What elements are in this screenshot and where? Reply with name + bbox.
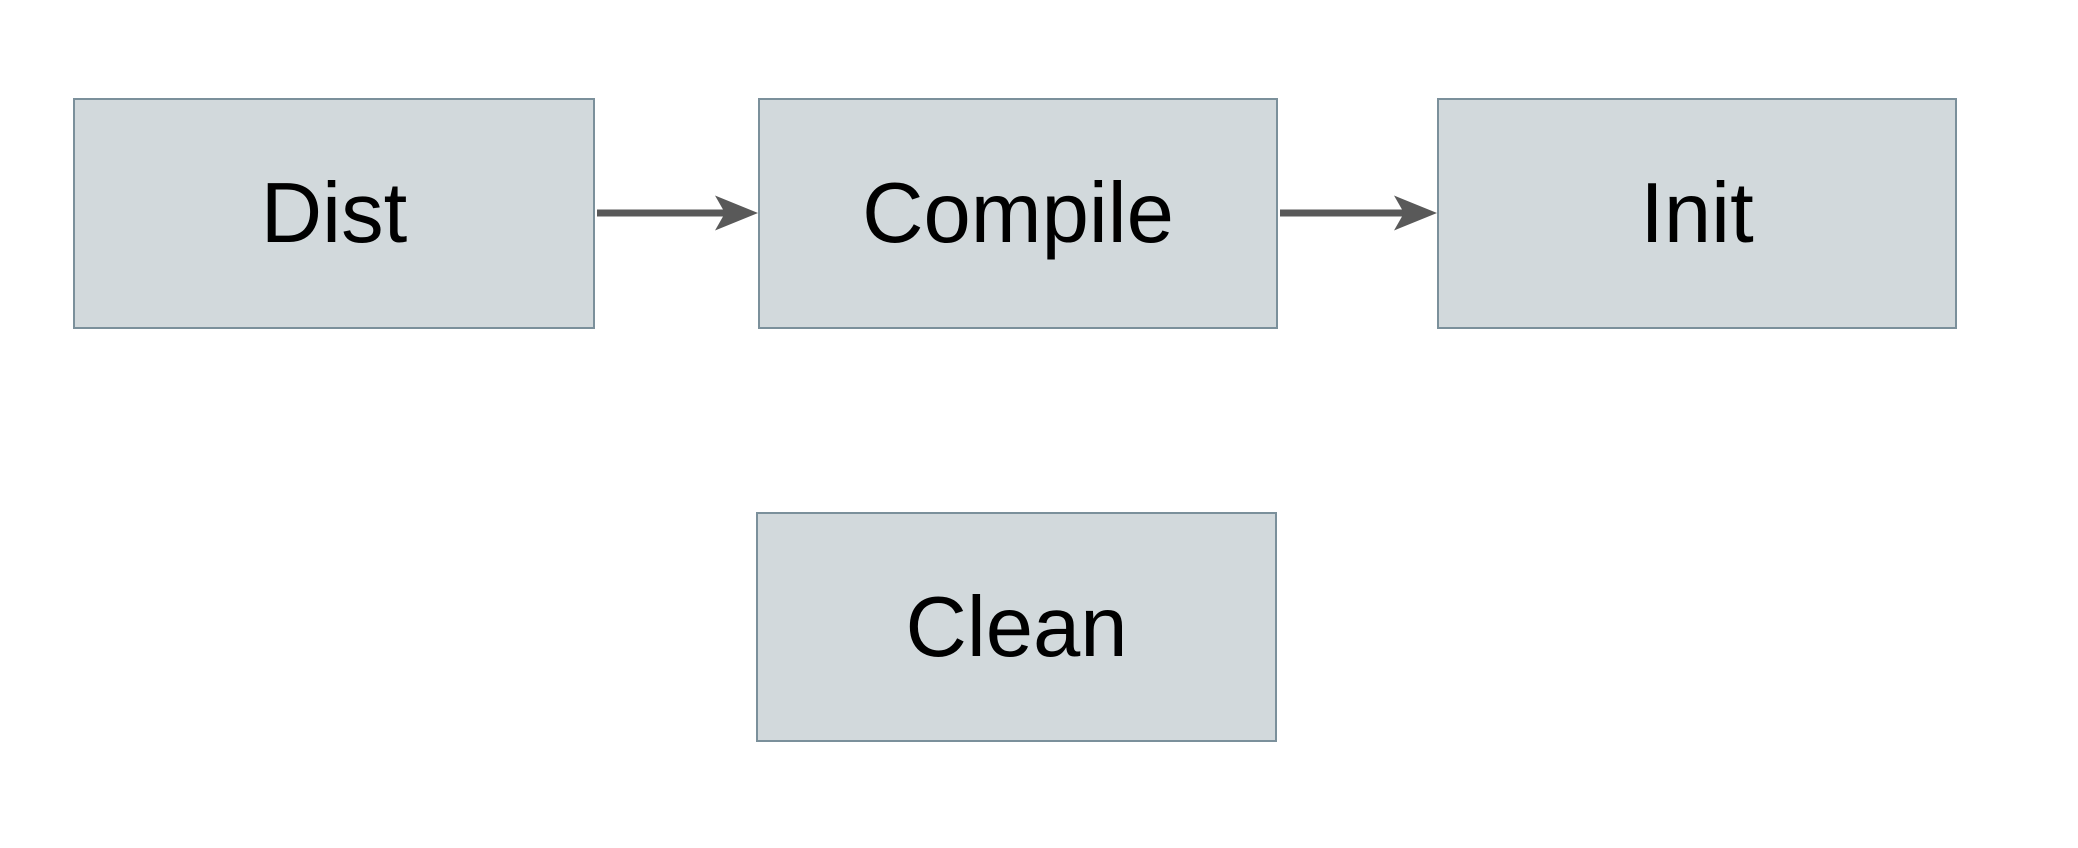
node-compile-label: Compile: [862, 166, 1174, 261]
node-dist-label: Dist: [260, 166, 408, 261]
arrow-dist-to-compile[interactable]: [597, 195, 758, 231]
node-init[interactable]: Init: [1437, 98, 1957, 329]
node-clean[interactable]: Clean: [756, 512, 1277, 742]
node-dist[interactable]: Dist: [73, 98, 595, 329]
arrow-compile-to-init[interactable]: [1280, 195, 1437, 231]
node-compile[interactable]: Compile: [758, 98, 1278, 329]
node-clean-label: Clean: [905, 579, 1128, 675]
node-init-label: Init: [1640, 166, 1754, 261]
